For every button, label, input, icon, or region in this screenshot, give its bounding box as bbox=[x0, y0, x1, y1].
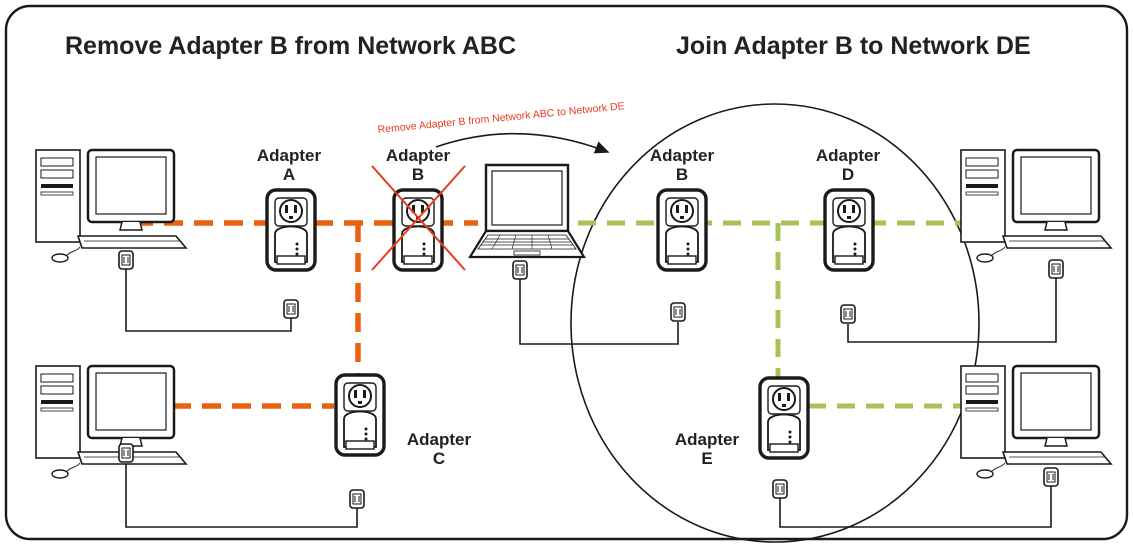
power-cords bbox=[125, 268, 1057, 528]
adapter-b-old-label: Adapter bbox=[386, 146, 451, 165]
wall-plug-icon bbox=[118, 250, 134, 270]
powerline-adapter-icon bbox=[392, 188, 444, 272]
adapter-e-label: Adapter bbox=[675, 430, 740, 449]
adapter-c-label: Adapter bbox=[407, 430, 472, 449]
adapter-a-label: Adapter bbox=[257, 146, 322, 165]
powerline-adapter-icon bbox=[265, 188, 317, 272]
wall-plug-icon bbox=[283, 299, 299, 319]
adapter-c-letter: C bbox=[433, 449, 445, 468]
left-title: Remove Adapter B from Network ABC bbox=[65, 32, 516, 60]
wall-plug-icon bbox=[1048, 259, 1064, 279]
adapter-b-old-letter: B bbox=[412, 165, 424, 184]
adapter-b-new-letter: B bbox=[676, 165, 688, 184]
adapter-a-letter: A bbox=[283, 165, 295, 184]
adapter-b-new-label: Adapter bbox=[650, 146, 715, 165]
wall-plug-icon bbox=[349, 489, 365, 509]
wall-plug-icon bbox=[512, 260, 528, 280]
wall-plug-icon bbox=[1043, 467, 1059, 487]
powerline-adapter-icon bbox=[656, 188, 708, 272]
powerline-adapter-icon bbox=[823, 188, 875, 272]
network-de-boundary bbox=[570, 103, 980, 543]
powerline-adapter-icon bbox=[334, 373, 386, 457]
adapter-e-letter: E bbox=[701, 449, 712, 468]
wall-plug-icon bbox=[118, 443, 134, 463]
laptop-icon bbox=[468, 163, 586, 259]
wall-plug-icon bbox=[840, 304, 856, 324]
wall-plug-icon bbox=[670, 302, 686, 322]
remove-x-icon bbox=[371, 165, 466, 271]
adapter-d-letter: D bbox=[842, 165, 854, 184]
curved-arrow-icon bbox=[435, 132, 610, 154]
powerline-adapter-icon bbox=[758, 376, 810, 460]
wall-plug-icon bbox=[772, 479, 788, 499]
adapter-d-label: Adapter bbox=[816, 146, 881, 165]
right-title: Join Adapter B to Network DE bbox=[676, 32, 1031, 60]
